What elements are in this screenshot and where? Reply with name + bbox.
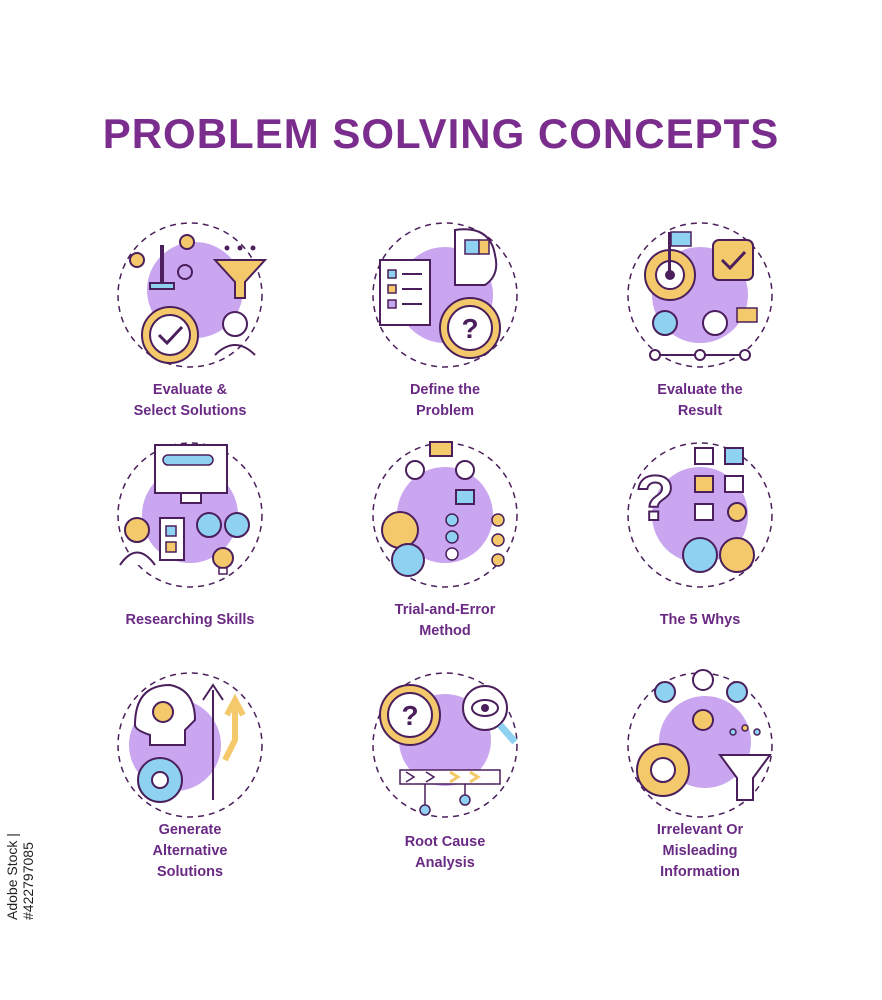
stock-id-label: Adobe Stock | #422797085	[4, 833, 36, 920]
irrelevant-info-icon	[627, 669, 773, 818]
concept-label-line1: Evaluate &	[152, 382, 228, 398]
researching-skills-icon	[117, 442, 263, 588]
define-problem-icon: ?	[372, 222, 518, 368]
concept-label-line1: Root Cause	[404, 834, 486, 850]
concept-label-line2: Select Solutions	[133, 403, 247, 419]
concept-label-line3: Solutions	[156, 864, 224, 880]
svg-text:?: ?	[635, 462, 674, 534]
concept-label-line2: Analysis	[415, 855, 475, 871]
concept-label-line1: Irrelevant Or	[656, 822, 744, 838]
svg-text:?: ?	[401, 700, 418, 731]
concept-label-line1: Researching Skills	[125, 612, 255, 628]
concept-label-line2: Result	[677, 403, 723, 419]
page-title: PROBLEM SOLVING CONCEPTS	[102, 110, 780, 157]
root-cause-icon: ?	[372, 672, 518, 818]
concept-label-line2: Alternative	[152, 843, 228, 859]
concept-label-line1: Generate	[158, 822, 222, 838]
evaluate-result-icon	[627, 222, 773, 368]
concept-label-line1: The 5 Whys	[659, 612, 741, 628]
svg-text:?: ?	[461, 313, 478, 344]
concept-label-line1: Evaluate the	[657, 382, 743, 398]
concept-label-line2: Problem	[415, 403, 474, 419]
concept-label-line2: Misleading	[662, 843, 738, 859]
generate-alternatives-icon	[117, 672, 263, 818]
concept-label-line2: Method	[419, 623, 471, 639]
concept-label-line1: Define the	[409, 382, 481, 398]
trial-error-icon	[372, 441, 518, 588]
evaluate-select-icon	[117, 222, 268, 368]
concept-label-line3: Information	[660, 864, 740, 880]
five-whys-icon: ?	[627, 442, 773, 588]
concept-label-line1: Trial-and-Error	[394, 602, 496, 618]
